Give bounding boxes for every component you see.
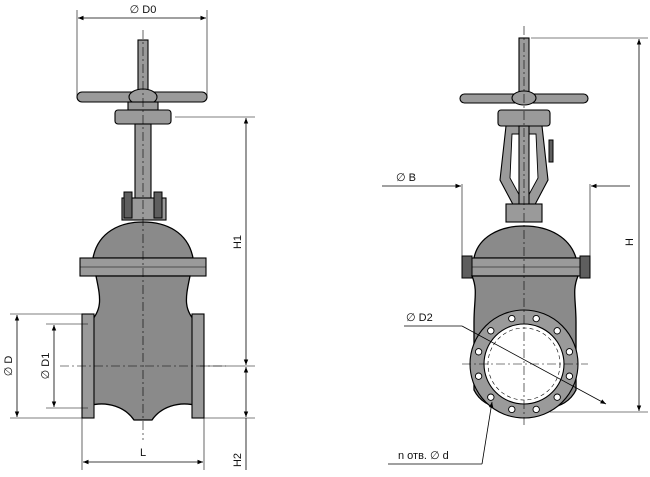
dimension-d0-label: ∅ D0 [130,4,157,16]
dimension-l-label: L [140,447,146,459]
bolt-hole [565,372,574,380]
gland-bolt-left [123,191,133,219]
bolt-hole [474,348,483,356]
bolt-hole [565,348,574,356]
side-dimensions: H ∅ B ∅ D2 n отв. ∅ d [382,37,648,465]
position-indicator [548,139,554,163]
bolt-hole [508,405,516,414]
dimension-d1-label: ∅ D1 [40,353,52,380]
side-view [459,26,591,425]
dimension-h-label: H [624,238,636,246]
dimension-d-label: ∅ D [3,356,15,377]
flange-bolt-holes [474,314,574,414]
dimension-b-label: ∅ B [396,172,416,184]
bolt-holes-label: n отв. ∅ d [398,450,449,462]
front-view [60,30,226,440]
side-bonnet-dome [473,225,577,259]
bolt-hole [487,327,495,335]
bolt-hole [532,405,540,414]
front-dimensions: ∅ D0 H1 H2 ∅ D ∅ D1 L [3,4,255,470]
gland-bolt-right [153,191,163,219]
dimension-d2-label: ∅ D2 [406,312,433,324]
dimension-h2-label: H2 [232,453,244,467]
bolt-hole [553,393,561,401]
side-flange-bolt-left [461,255,473,279]
bolt-hole [474,372,483,380]
dimension-h1-label: H1 [232,235,244,249]
bolt-hole [487,393,495,401]
bolt-hole [553,327,561,335]
bolt-hole [508,314,516,323]
bolt-hole [532,314,540,323]
side-flange-bolt-right [579,255,591,279]
